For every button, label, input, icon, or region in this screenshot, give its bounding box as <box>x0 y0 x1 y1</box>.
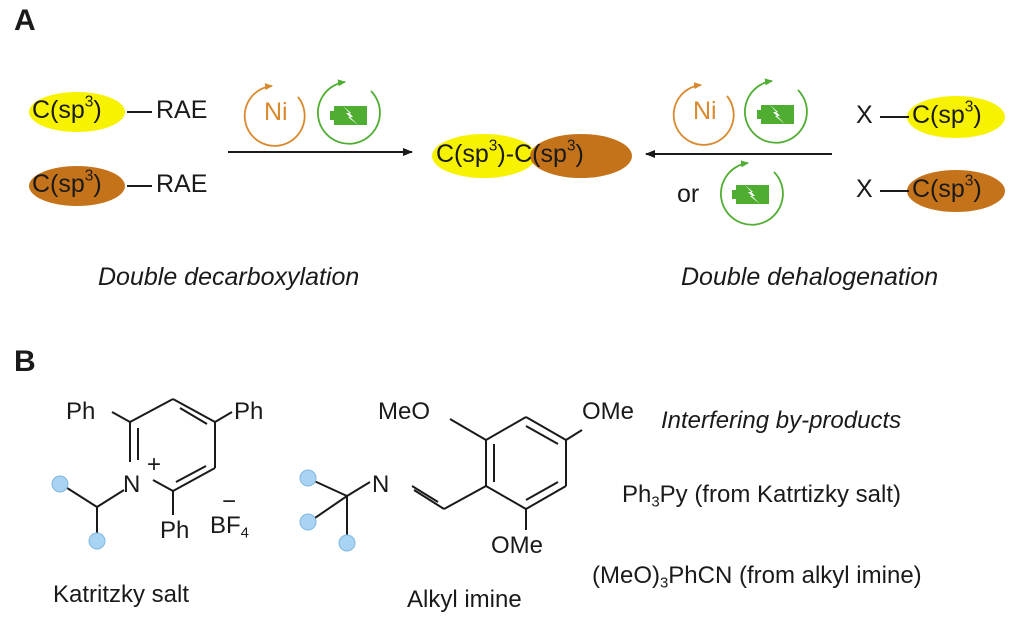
product-highlight-brown <box>530 134 632 178</box>
left-substrate-2-alkyl: C(sp3) <box>32 167 102 198</box>
nickel-catalyst-cycle-icon <box>243 83 306 147</box>
product-label: C(sp3)-C(sp3) <box>436 137 584 168</box>
katritzky-salt-structure <box>63 398 233 537</box>
nickel-catalyst-cycle-icon <box>672 82 735 146</box>
alkyl-highlight-brown <box>29 166 125 206</box>
product-highlight-yellow <box>432 134 536 178</box>
substituent-sphere-icon <box>88 532 106 550</box>
positive-charge: + <box>147 451 162 478</box>
left-substrate-1-rae: RAE <box>156 96 208 124</box>
left-substrate-1-alkyl: C(sp3) <box>32 93 102 124</box>
imine-nitrogen: N <box>372 471 390 498</box>
alkyl-highlight-brown <box>907 170 1005 212</box>
phenyl-label: Ph <box>66 398 96 425</box>
negative-charge: − <box>222 488 237 515</box>
right-substrate-1-x: X <box>856 101 873 129</box>
electrochemistry-battery-icon <box>317 79 381 145</box>
phenyl-label: Ph <box>234 398 264 425</box>
panel-a-label: A <box>14 4 36 37</box>
ni-catalyst-label-left: Ni <box>264 98 288 126</box>
substituent-sphere-icon <box>299 469 317 487</box>
decarboxylation-caption: Double decarboxylation <box>98 263 360 291</box>
methoxy-label: MeO <box>378 398 431 425</box>
right-substrate-2-x: X <box>856 175 873 203</box>
substituent-sphere-icon <box>338 534 356 552</box>
substituent-sphere-icon <box>299 513 317 531</box>
katritzky-salt-name: Katritzky salt <box>53 581 190 608</box>
methoxy-label: OMe <box>582 398 635 425</box>
byproduct-trimethoxybenzonitrile: (MeO)3PhCN (from alkyl imine) <box>592 562 922 592</box>
alkyl-imine-name: Alkyl imine <box>407 586 522 613</box>
electrochemistry-battery-icon <box>720 160 784 226</box>
electrochemistry-battery-icon <box>744 78 808 144</box>
alkyl-highlight-yellow <box>29 92 125 132</box>
phenyl-label: Ph <box>160 517 190 544</box>
ni-catalyst-label-right: Ni <box>693 97 717 125</box>
byproducts-title: Interfering by-products <box>661 407 902 434</box>
panel-b-label: B <box>14 345 36 378</box>
left-substrate-2-rae: RAE <box>156 170 208 198</box>
right-substrate-1-alkyl: C(sp3) <box>912 98 982 129</box>
byproduct-triphenylpyridine: Ph3Py (from Katrtizky salt) <box>622 481 901 511</box>
alkyl-imine-structure <box>311 416 583 538</box>
methoxy-label: OMe <box>491 532 544 559</box>
alkyl-highlight-yellow <box>907 96 1005 138</box>
pyridinium-nitrogen: N <box>123 471 141 498</box>
right-substrate-2-alkyl: C(sp3) <box>912 172 982 203</box>
or-label: or <box>677 180 700 208</box>
dehalogenation-caption: Double dehalogenation <box>681 263 939 291</box>
tetrafluoroborate-anion: BF4 <box>210 512 249 542</box>
substituent-sphere-icon <box>51 475 69 493</box>
